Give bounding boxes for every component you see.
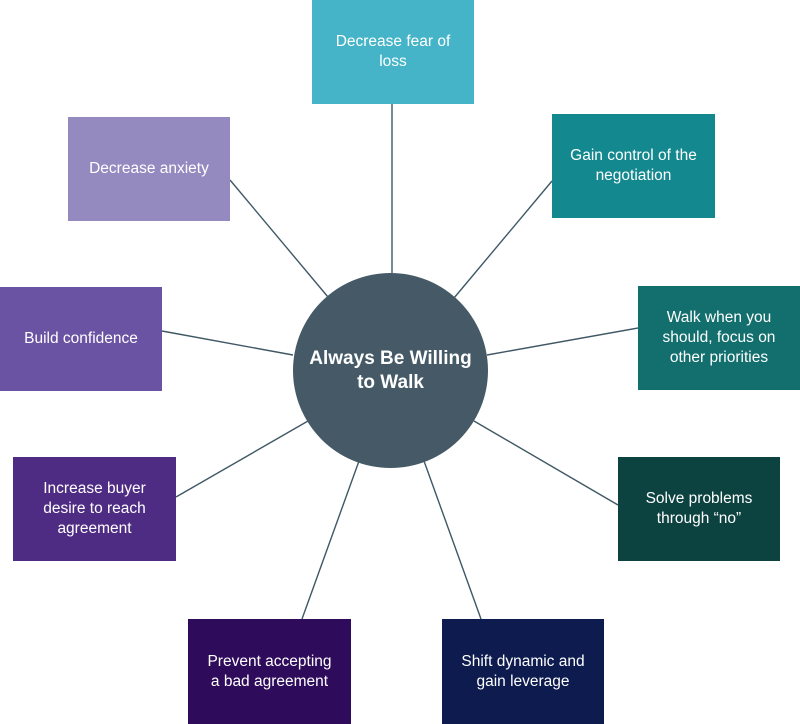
node-walk-when-you-should: Walk when you should, focus on other pri…	[638, 286, 800, 390]
connector-confidence	[161, 330, 294, 356]
node-decrease-fear: Decrease fear of loss	[312, 0, 474, 104]
node-build-confidence: Build confidence	[0, 287, 162, 391]
connector-anxiety	[229, 179, 329, 298]
connector-buyer	[175, 420, 309, 498]
connector-shift	[423, 460, 482, 620]
node-prevent-accepting: Prevent accepting a bad agreement	[188, 619, 351, 724]
center-node: Always Be Willing to Walk	[293, 273, 488, 468]
connector-walk	[486, 327, 639, 356]
node-solve-problems: Solve problems through “no”	[618, 457, 780, 561]
node-gain-control: Gain control of the negotiation	[552, 114, 715, 218]
node-shift-dynamic: Shift dynamic and gain leverage	[442, 619, 604, 724]
connector-prevent	[301, 460, 360, 620]
connector-control	[453, 180, 553, 299]
node-increase-buyer-desire: Increase buyer desire to reach agreement	[13, 457, 176, 561]
connector-solve	[473, 420, 619, 506]
node-decrease-anxiety: Decrease anxiety	[68, 117, 230, 221]
